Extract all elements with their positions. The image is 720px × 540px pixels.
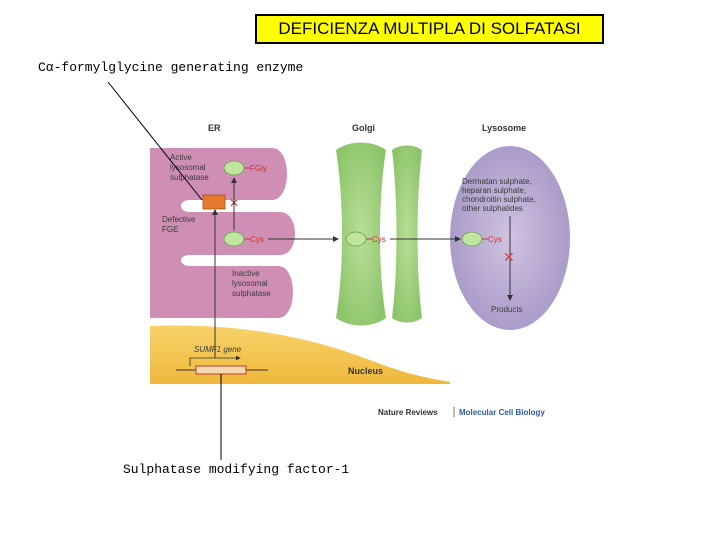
active-sulphatase-label-2: lysosomal bbox=[170, 163, 206, 172]
nucleus-heading: Nucleus bbox=[348, 366, 383, 376]
inactive-sulphatase-label-3: sulphatase bbox=[232, 289, 271, 298]
credit-section: Molecular Cell Biology bbox=[459, 408, 545, 417]
er-region bbox=[150, 148, 295, 318]
page-title: DEFICIENZA MULTIPLA DI SOLFATASI bbox=[255, 14, 604, 44]
substrate-label-4: other sulphatides bbox=[462, 204, 523, 213]
substrate-label-2: heparan sulphate, bbox=[462, 186, 526, 195]
inactive-sulphatase-label-2: lysosomal bbox=[232, 279, 268, 288]
substrate-label-3: chondroitin sulphate, bbox=[462, 195, 536, 204]
fge-callout-label: Cα-formylglycine generating enzyme bbox=[38, 60, 304, 75]
golgi-cys-label: Cys bbox=[372, 235, 386, 244]
sumf1-callout-label: Sulphatase modifying factor-1 bbox=[123, 462, 350, 477]
active-sulphatase-label-3: sulphatase bbox=[170, 173, 209, 182]
nucleus-region bbox=[150, 325, 450, 384]
active-sulphatase-label-1: Active bbox=[170, 153, 192, 162]
golgi-sulphatase-icon bbox=[345, 231, 367, 247]
lysosome-sulphatase-icon bbox=[461, 231, 483, 247]
sumf1-gene-box bbox=[195, 365, 247, 375]
inactive-sulphatase-label-1: Inactive bbox=[232, 269, 260, 278]
sumf1-gene-label: SUMF1 gene bbox=[194, 345, 242, 354]
substrate-label-1: Dermatan sulphate, bbox=[462, 177, 532, 186]
defective-fge-label-1: Defective bbox=[162, 215, 196, 224]
degradation-block-mark-icon: ✕ bbox=[503, 250, 515, 266]
products-label: Products bbox=[491, 305, 523, 314]
defective-fge-label-2: FGE bbox=[162, 225, 178, 234]
credit-journal: Nature Reviews bbox=[378, 408, 438, 417]
lysosome-heading: Lysosome bbox=[482, 123, 526, 133]
lysosome-cys-label: Cys bbox=[488, 235, 502, 244]
defective-fge-box bbox=[202, 194, 226, 210]
fge-callout-line bbox=[107, 81, 203, 201]
golgi-heading: Golgi bbox=[352, 123, 375, 133]
er-cys-label: Cys bbox=[250, 235, 264, 244]
active-sulphatase-icon bbox=[223, 160, 245, 176]
transcription-arrow bbox=[189, 355, 241, 366]
inactive-sulphatase-icon bbox=[223, 231, 245, 247]
er-heading: ER bbox=[208, 123, 221, 133]
fgly-label: FGly bbox=[250, 164, 267, 173]
golgi-cisterna-2 bbox=[392, 145, 422, 323]
